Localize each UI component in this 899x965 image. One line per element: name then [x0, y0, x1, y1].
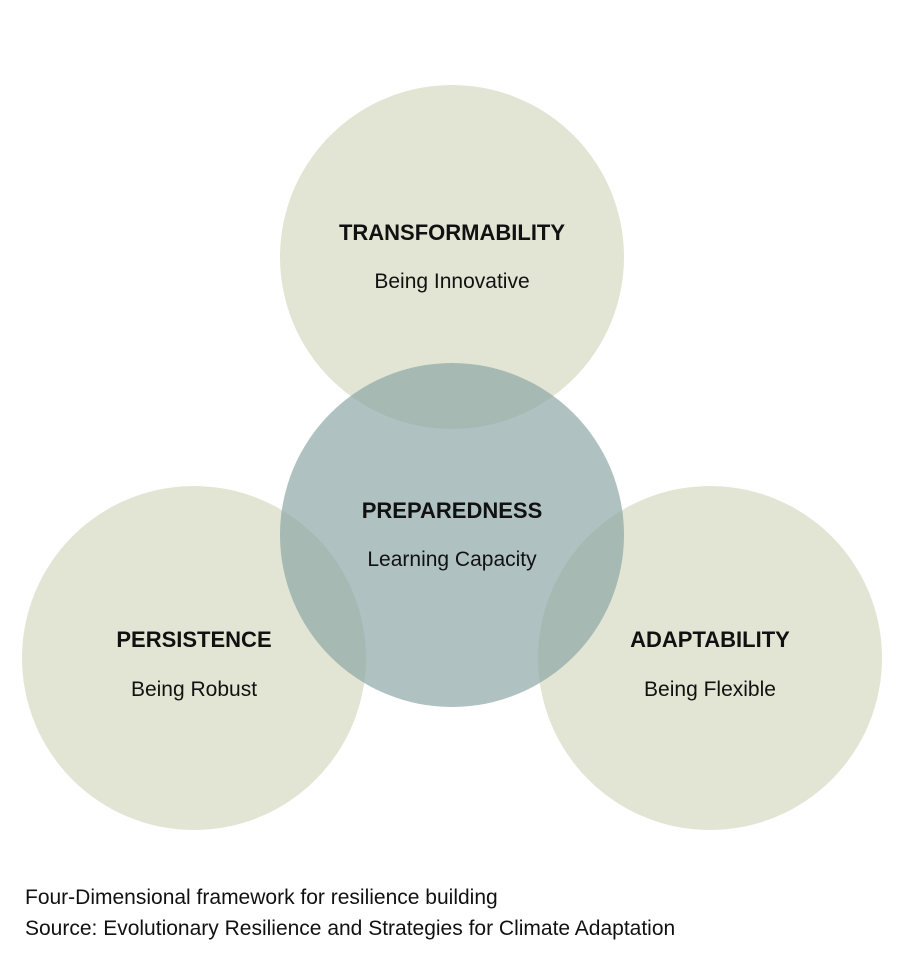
caption-line-source: Source: Evolutionary Resilience and Stra…	[25, 917, 676, 940]
transformability-subtitle: Being Innovative	[374, 270, 529, 293]
circle-persistence	[22, 486, 366, 830]
adaptability-subtitle: Being Flexible	[644, 678, 776, 701]
preparedness-title: PREPAREDNESS	[362, 498, 543, 523]
caption-line-title: Four-Dimensional framework for resilienc…	[25, 886, 498, 909]
persistence-subtitle: Being Robust	[131, 678, 257, 701]
resilience-venn-diagram: TRANSFORMABILITY Being Innovative PREPAR…	[22, 85, 882, 830]
transformability-title: TRANSFORMABILITY	[339, 220, 565, 245]
adaptability-title: ADAPTABILITY	[630, 627, 790, 652]
preparedness-subtitle: Learning Capacity	[367, 548, 537, 571]
figure-caption: Four-Dimensional framework for resilienc…	[25, 882, 675, 944]
circle-preparedness	[280, 363, 624, 707]
persistence-title: PERSISTENCE	[116, 627, 271, 652]
circle-adaptability	[538, 486, 882, 830]
circle-transformability	[280, 85, 624, 429]
